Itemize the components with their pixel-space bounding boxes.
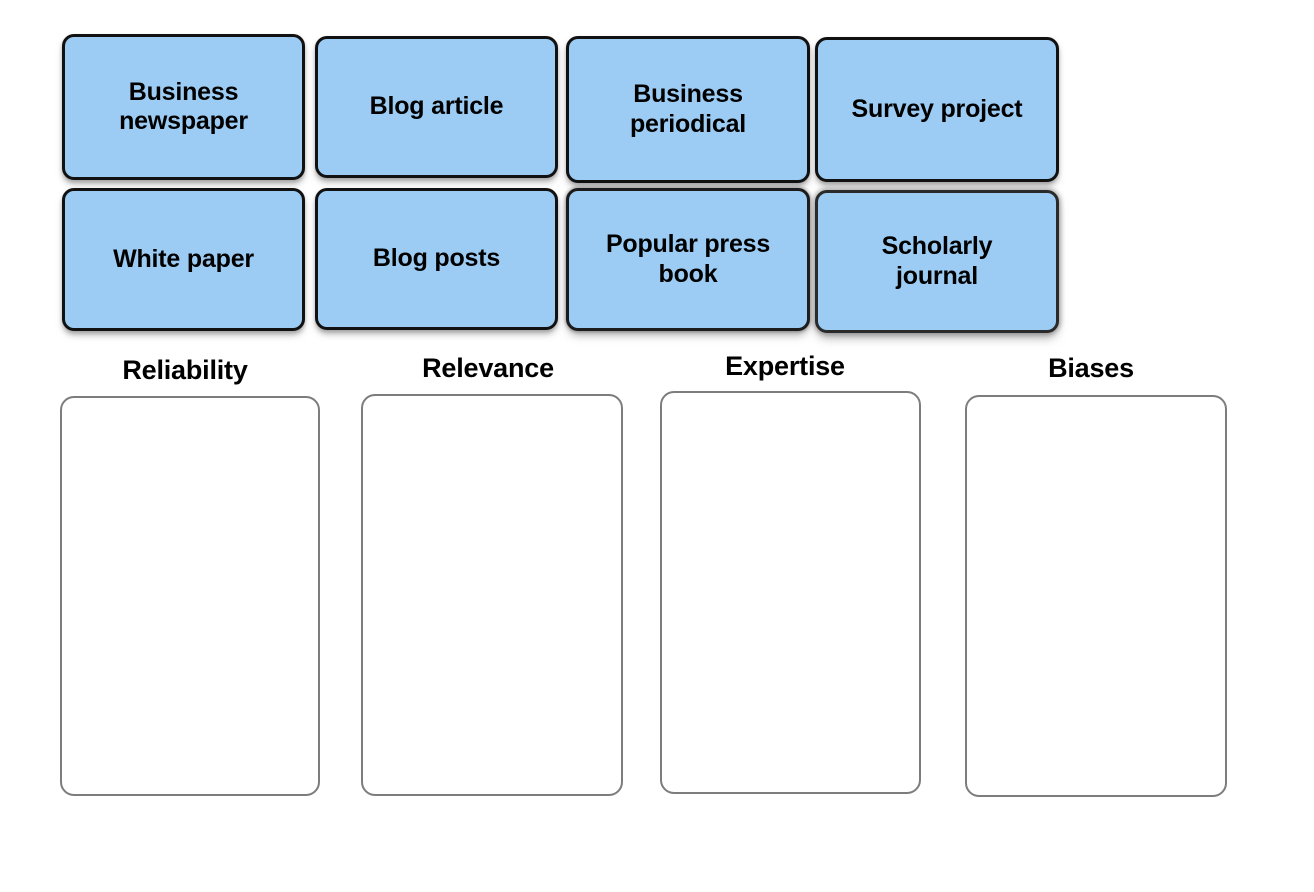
category-title-expertise: Expertise xyxy=(725,351,845,381)
dropzone-relevance[interactable] xyxy=(361,394,623,796)
source-card-white-paper[interactable]: White paper xyxy=(62,188,305,331)
dropzone-expertise[interactable] xyxy=(660,391,921,794)
source-card-label: Survey project xyxy=(851,94,1023,123)
source-card-blog-article[interactable]: Blog article xyxy=(315,36,558,178)
source-card-blog-posts[interactable]: Blog posts xyxy=(315,188,558,330)
source-card-label: Business periodical xyxy=(629,80,747,138)
source-card-label: Scholarly journal xyxy=(881,232,993,290)
category-title-biases: Biases xyxy=(1048,353,1134,383)
dropzone-reliability[interactable] xyxy=(60,396,320,796)
source-card-label: Blog posts xyxy=(372,244,501,273)
source-card-popular-press-book[interactable]: Popular press book xyxy=(566,188,810,331)
category-title-relevance: Relevance xyxy=(422,353,554,383)
source-card-label: Blog article xyxy=(369,92,504,121)
source-card-business-periodical[interactable]: Business periodical xyxy=(566,36,810,183)
category-title-reliability: Reliability xyxy=(122,355,248,385)
source-card-business-newspaper[interactable]: Business newspaper xyxy=(62,34,305,180)
source-card-label: White paper xyxy=(113,244,254,273)
source-card-label: Popular press book xyxy=(605,230,771,288)
source-card-survey-project[interactable]: Survey project xyxy=(815,37,1059,182)
source-card-scholarly-journal[interactable]: Scholarly journal xyxy=(815,190,1059,333)
dropzone-biases[interactable] xyxy=(965,395,1227,797)
source-card-label: Business newspaper xyxy=(119,77,248,136)
